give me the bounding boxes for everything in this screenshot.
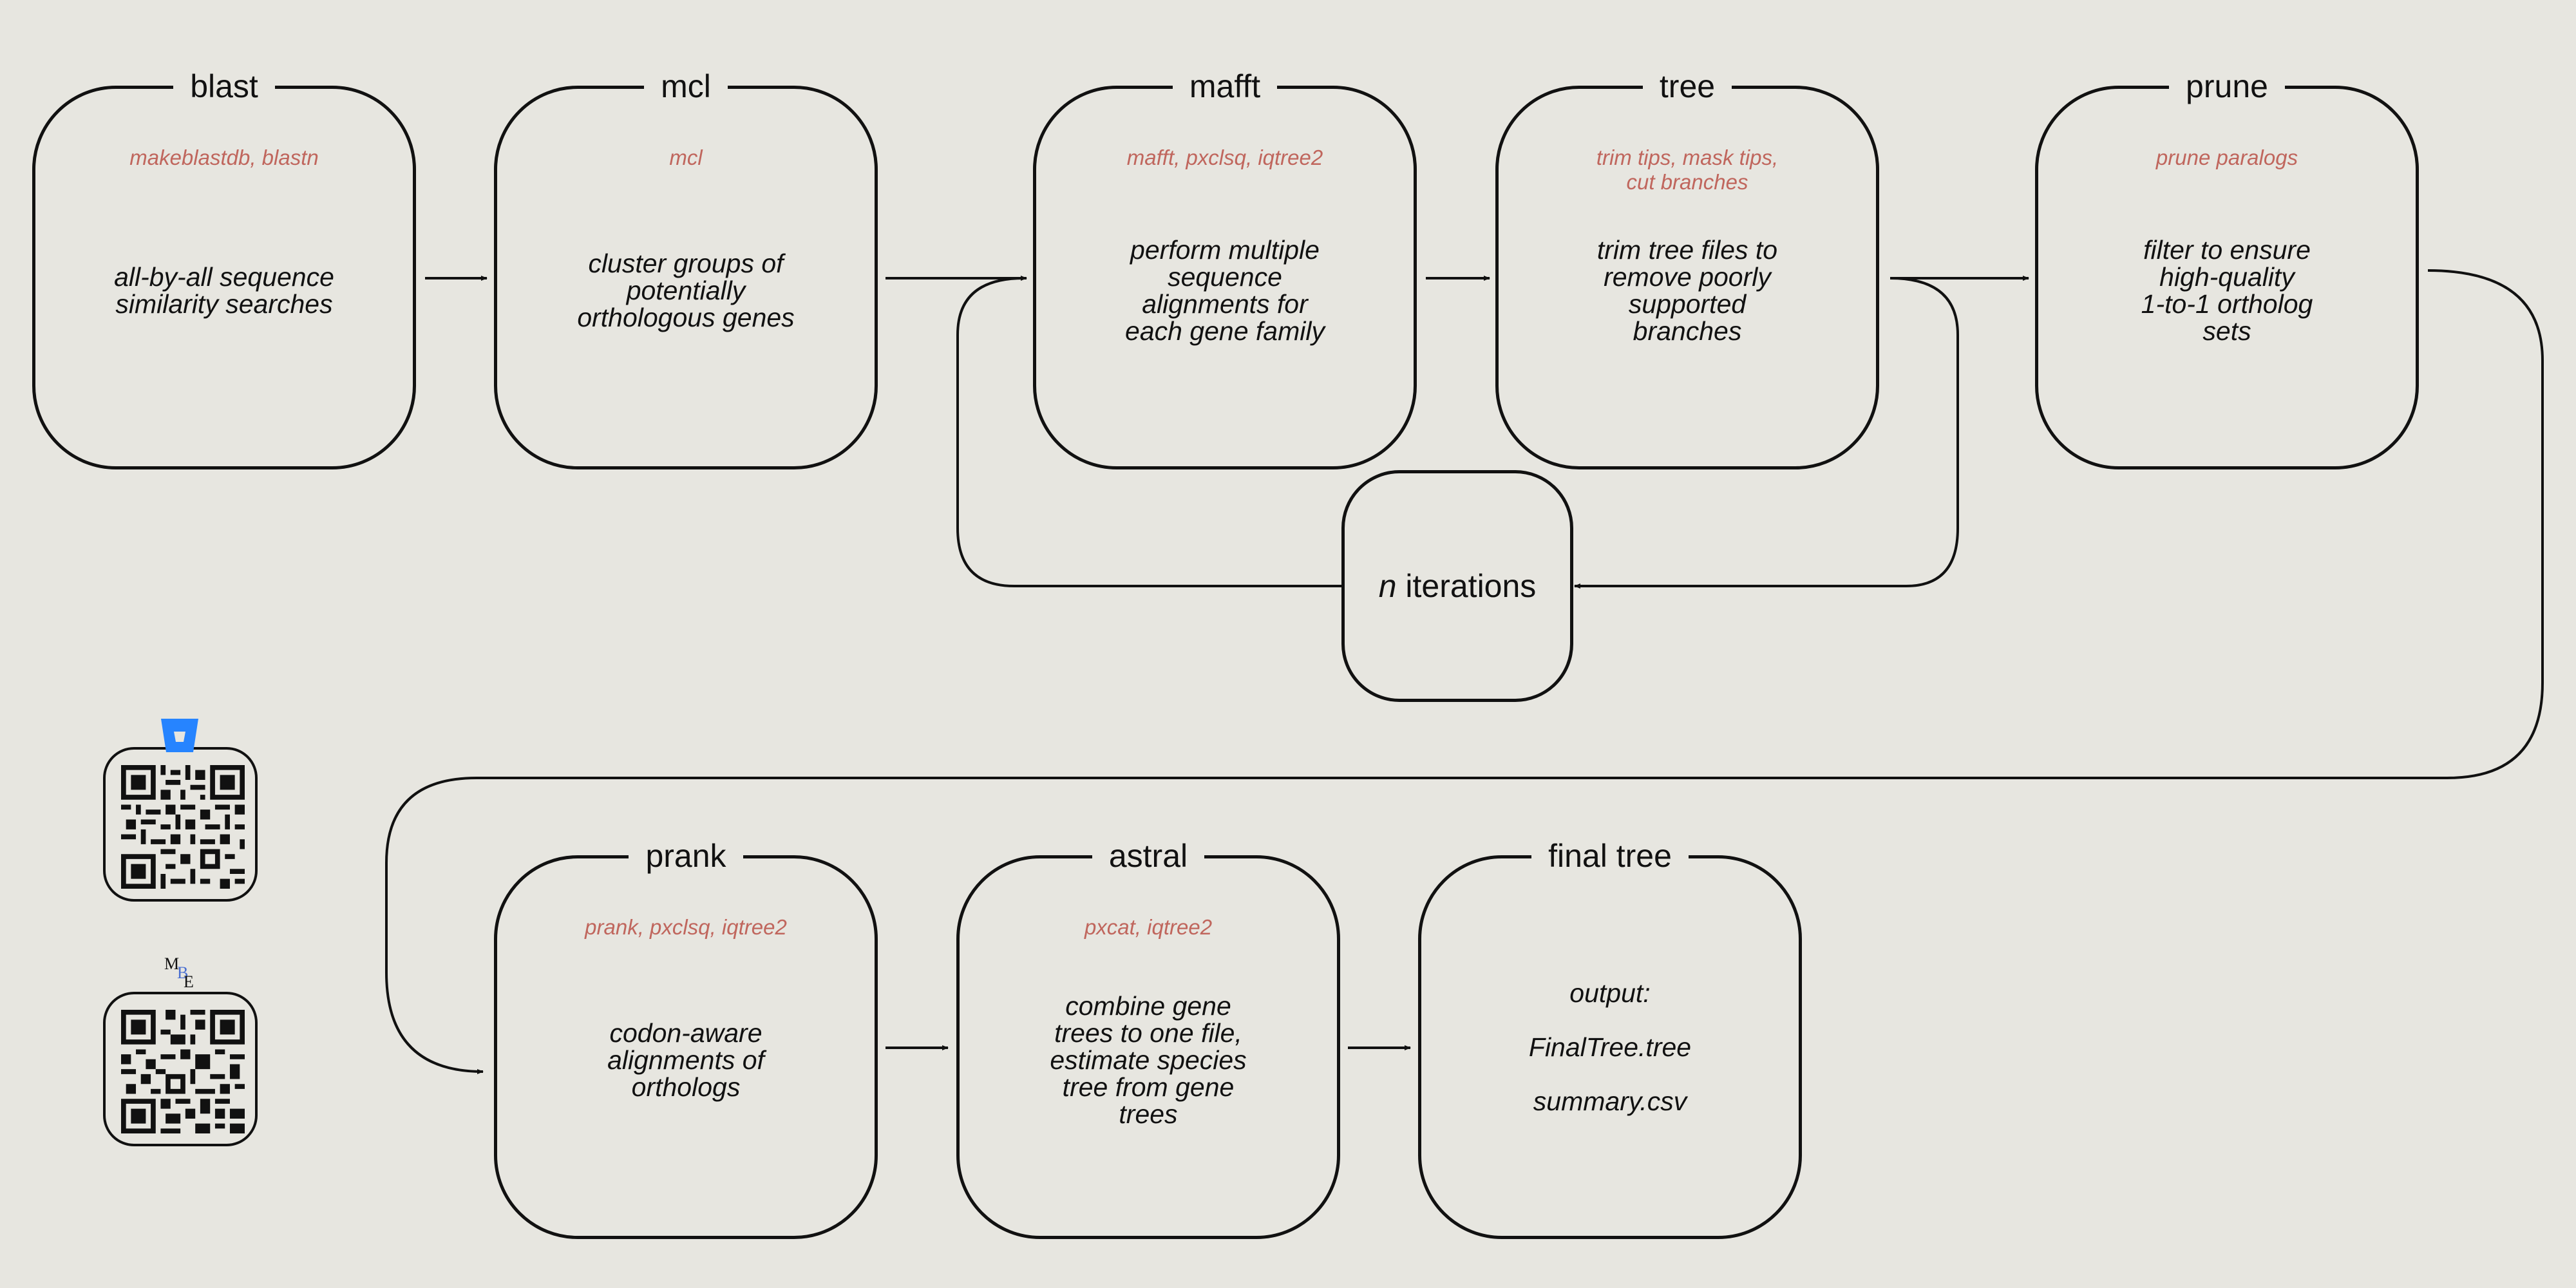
mbe-logo-letter: M <box>164 954 180 973</box>
node-description: output: FinalTree.tree summary.csv <box>1528 978 1692 1116</box>
node-description: trim tree files to remove poorly support… <box>1596 235 1778 346</box>
loop-tree-to-iterations <box>1574 277 1959 589</box>
node-prune: prune prune paralogs filter to ensure hi… <box>2035 68 2419 469</box>
qr-code-repository[interactable] <box>103 747 258 902</box>
node-final-tree: final tree output: FinalTree.tree summar… <box>1418 838 1802 1239</box>
node-description: filter to ensure high-quality 1-to-1 ort… <box>2141 235 2313 346</box>
node-tools: mcl <box>669 146 703 169</box>
node-title: prune <box>2169 68 2285 104</box>
node-description: combine gene trees to one file, estimate… <box>1050 991 1247 1129</box>
node-title: mafft <box>1172 68 1278 104</box>
node-tools: makeblastdb, blastn <box>129 146 319 169</box>
mbe-logo-letter: B <box>177 963 189 982</box>
mbe-logo-letter: E <box>184 972 194 991</box>
node-title: blast <box>173 68 275 104</box>
node-tree: tree trim tips, mask tips, cut branches … <box>1495 68 1879 469</box>
node-blast: blast makeblastdb, blastn all-by-all seq… <box>32 68 416 469</box>
node-astral: astral pxcat, iqtree2 combine gene trees… <box>956 838 1340 1239</box>
node-iterations: n iterations <box>1341 470 1573 702</box>
qr-code-publication[interactable] <box>103 992 258 1146</box>
qr-pattern <box>121 1010 245 1133</box>
bitbucket-icon <box>161 719 198 752</box>
iterations-label: iterations <box>1396 568 1537 604</box>
mbe-logo: M B E <box>164 956 198 992</box>
node-description: all-by-all sequence similarity searches <box>114 262 334 319</box>
loop-iterations-to-mafft <box>956 277 1341 587</box>
node-mcl: mcl mcl cluster groups of potentially or… <box>494 68 878 469</box>
node-title: final tree <box>1531 838 1689 874</box>
node-prank: prank prank, pxclsq, iqtree2 codon-aware… <box>494 838 878 1239</box>
node-tools: pxcat, iqtree2 <box>1084 915 1213 939</box>
node-description: cluster groups of potentially orthologou… <box>577 249 795 332</box>
node-tools: mafft, pxclsq, iqtree2 <box>1126 146 1323 169</box>
node-mafft: mafft mafft, pxclsq, iqtree2 perform mul… <box>1033 68 1417 469</box>
node-title: astral <box>1092 838 1205 874</box>
connector-prune-to-prank <box>385 269 2544 1074</box>
node-title: mcl <box>644 68 728 104</box>
iterations-n: n <box>1378 568 1397 604</box>
node-title: tree <box>1642 68 1732 104</box>
node-description: codon-aware alignments of orthologs <box>607 1018 764 1102</box>
node-description: perform multiple sequence alignments for… <box>1125 235 1325 346</box>
node-tools: prank, pxclsq, iqtree2 <box>585 915 787 939</box>
qr-pattern <box>121 765 245 889</box>
node-tools: prune paralogs <box>2155 146 2298 169</box>
node-tools: trim tips, mask tips, cut branches <box>1596 146 1779 194</box>
node-title: prank <box>629 838 743 874</box>
